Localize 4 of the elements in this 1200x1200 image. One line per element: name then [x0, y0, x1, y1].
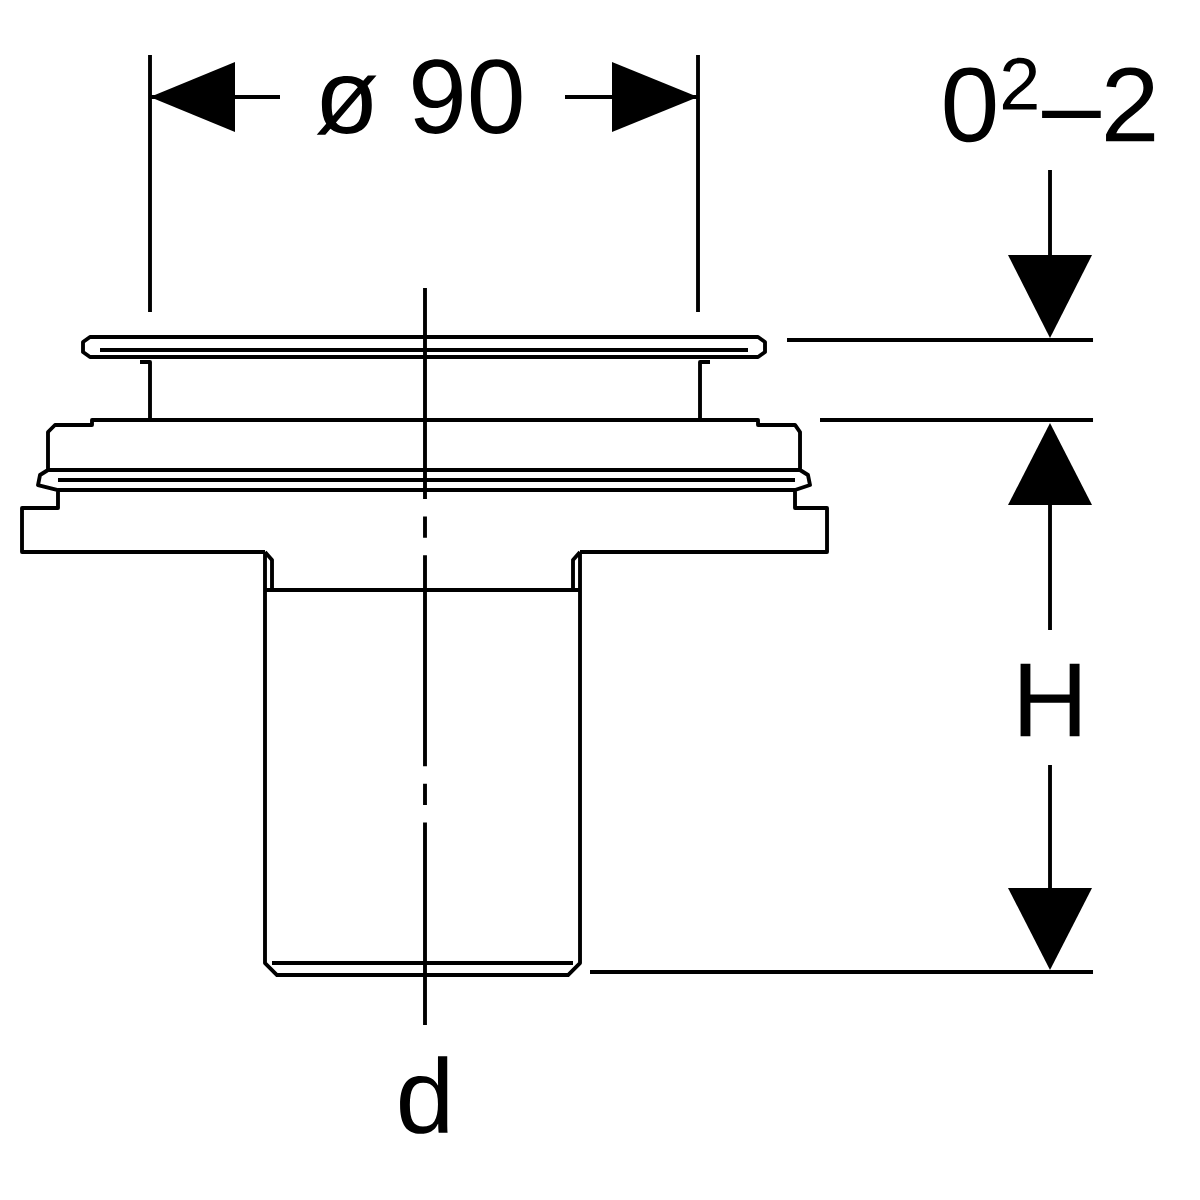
dimension-label: H — [1020, 663, 1080, 737]
dimension-label: 0$^{2}$–2 — [944, 57, 1155, 143]
dimension-label: d — [400, 1056, 448, 1134]
dimension-label: ø 90 — [316, 59, 522, 135]
